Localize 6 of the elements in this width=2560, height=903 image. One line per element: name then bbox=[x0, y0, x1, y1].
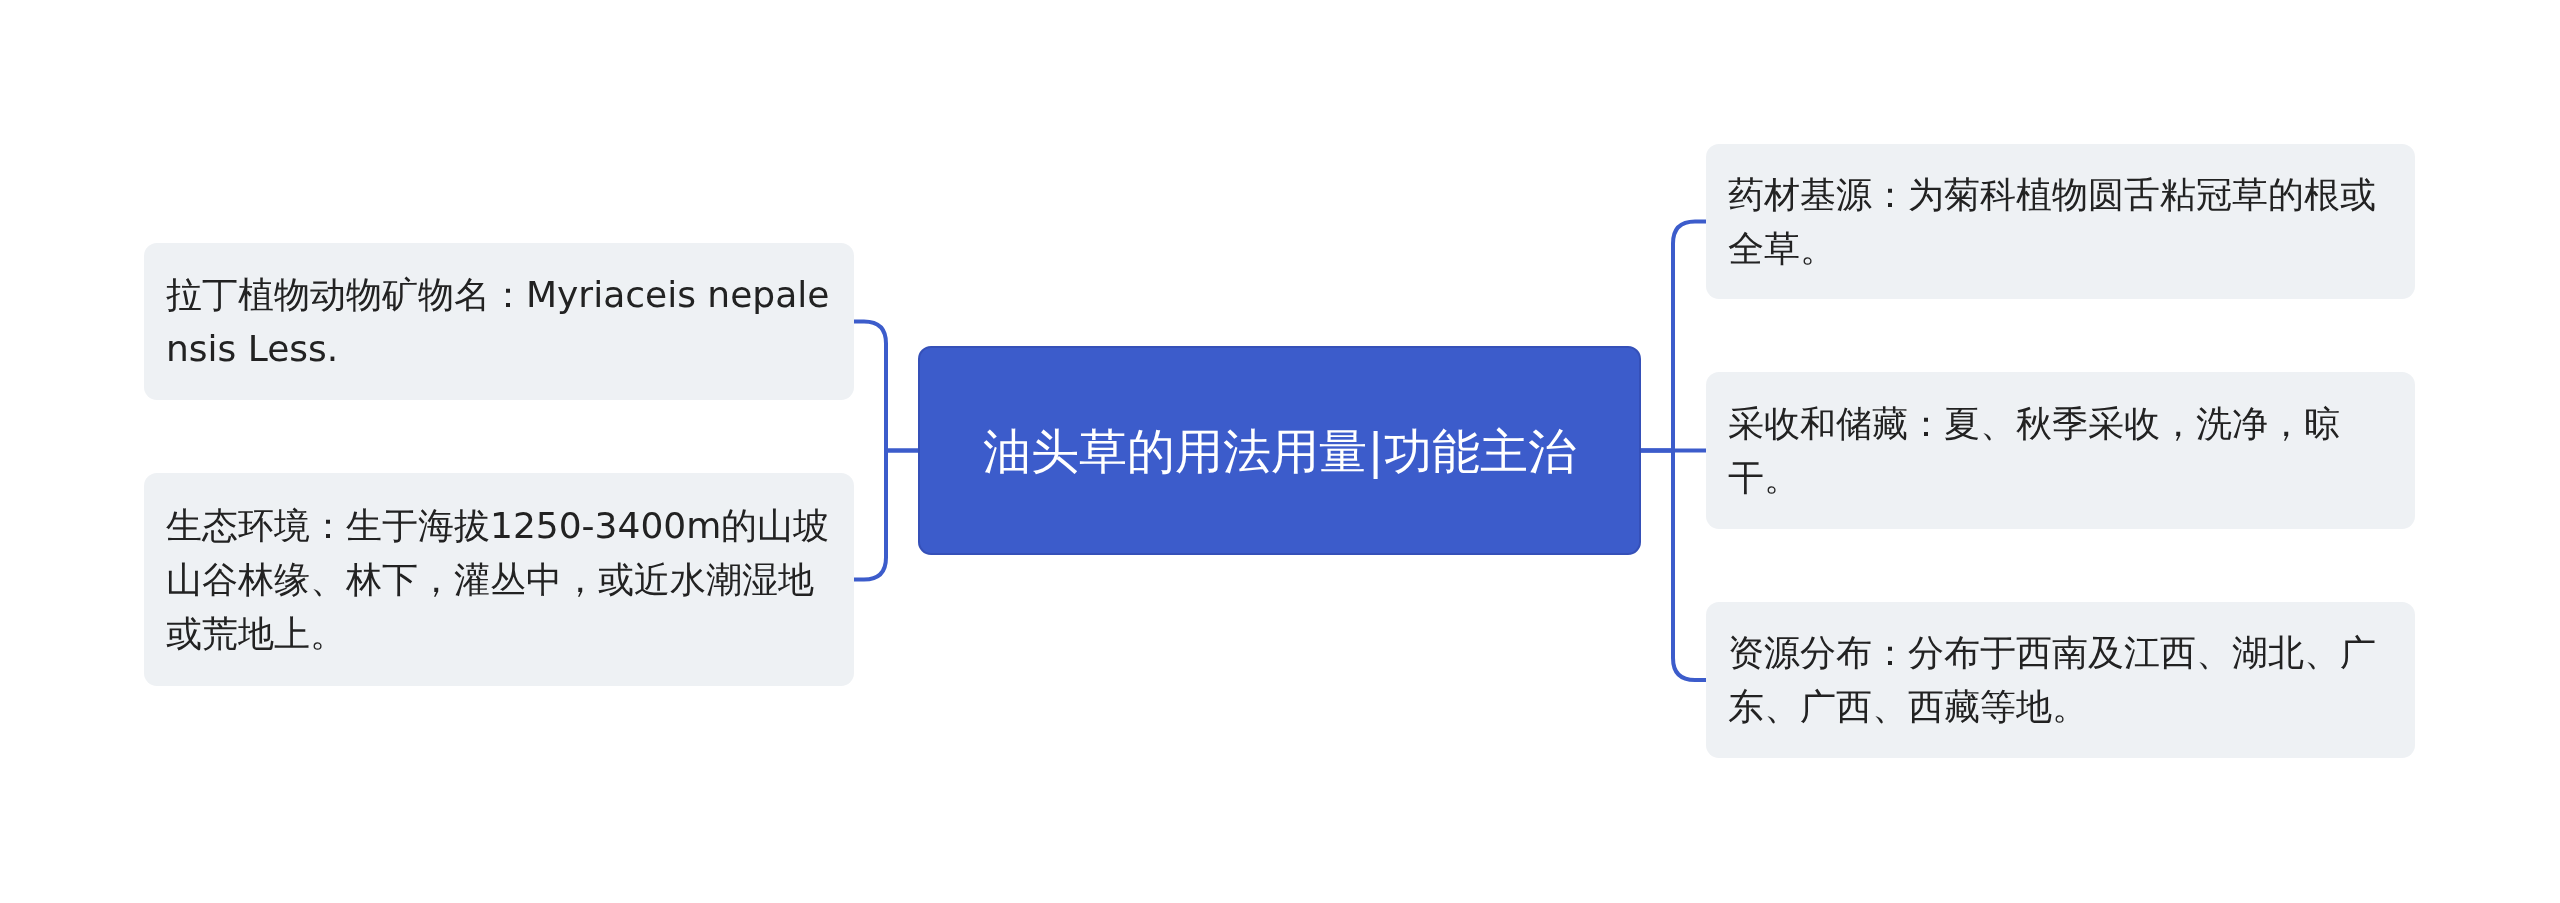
subtopic-box: 资源分布：分布于西南及江西、湖北、广东、广西、西藏等地。 bbox=[1706, 602, 2415, 758]
subtopic-box: 采收和储藏：夏、秋季采收，洗净，晾干。 bbox=[1706, 372, 2415, 529]
subtopic-box: 拉丁植物动物矿物名：Myriaceis nepalensis Less. bbox=[144, 243, 854, 400]
subtopic-box: 药材基源：为菊科植物圆舌粘冠草的根或全草。 bbox=[1706, 144, 2415, 299]
subtopic-box: 生态环境：生于海拔1250-3400m的山坡山谷林缘、林下，灌丛中，或近水潮湿地或荒地上。 bbox=[144, 473, 854, 686]
topic-box: 油头草的用法用量|功能主治 bbox=[918, 346, 1641, 555]
